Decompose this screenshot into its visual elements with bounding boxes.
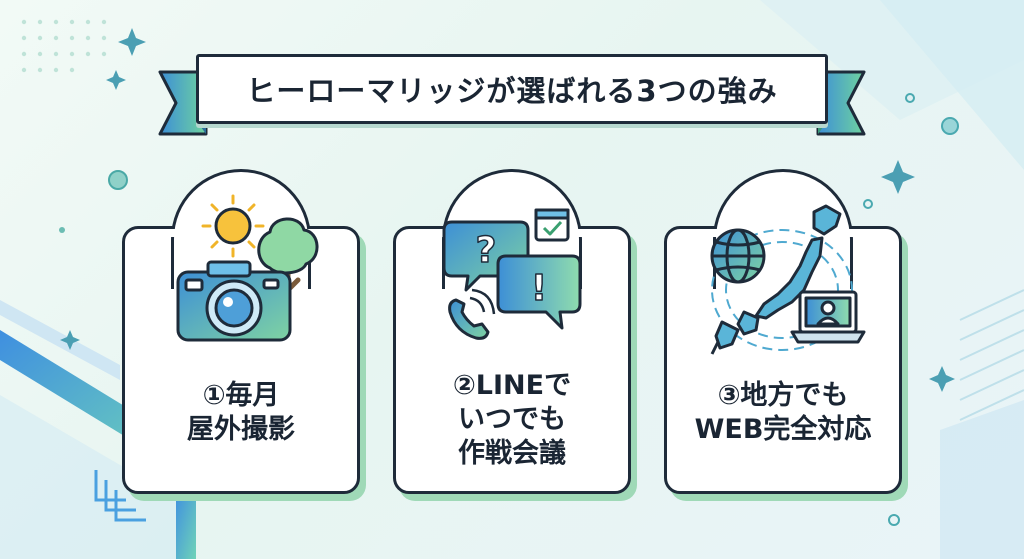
calendar-check-icon bbox=[534, 208, 570, 242]
feature-card-label: ②LINEで いつでも 作戦会議 bbox=[452, 370, 572, 469]
feature-card-label: ③地方でも WEB完全対応 bbox=[694, 380, 872, 445]
camera-outdoor-icon bbox=[176, 194, 319, 342]
feature-card-label: ①毎月 屋外撮影 bbox=[187, 380, 295, 445]
title-banner: ヒーローマリッジが選ばれる3つの強み bbox=[196, 54, 828, 124]
japan-map-globe-icon bbox=[710, 204, 866, 355]
chat-bubbles-icon: ? ! bbox=[442, 208, 582, 340]
phone-icon bbox=[448, 288, 496, 340]
japan-map-icon bbox=[710, 204, 842, 355]
laptop-video-icon bbox=[790, 290, 866, 344]
feature-card-web-support: ③地方でも WEB完全対応 bbox=[664, 169, 902, 494]
banner-title: ヒーローマリッジが選ばれる3つの強み bbox=[246, 74, 778, 108]
globe-icon bbox=[710, 228, 766, 284]
sun-icon bbox=[201, 194, 265, 258]
svg-text:!: ! bbox=[531, 268, 547, 309]
svg-text:?: ? bbox=[476, 230, 497, 271]
